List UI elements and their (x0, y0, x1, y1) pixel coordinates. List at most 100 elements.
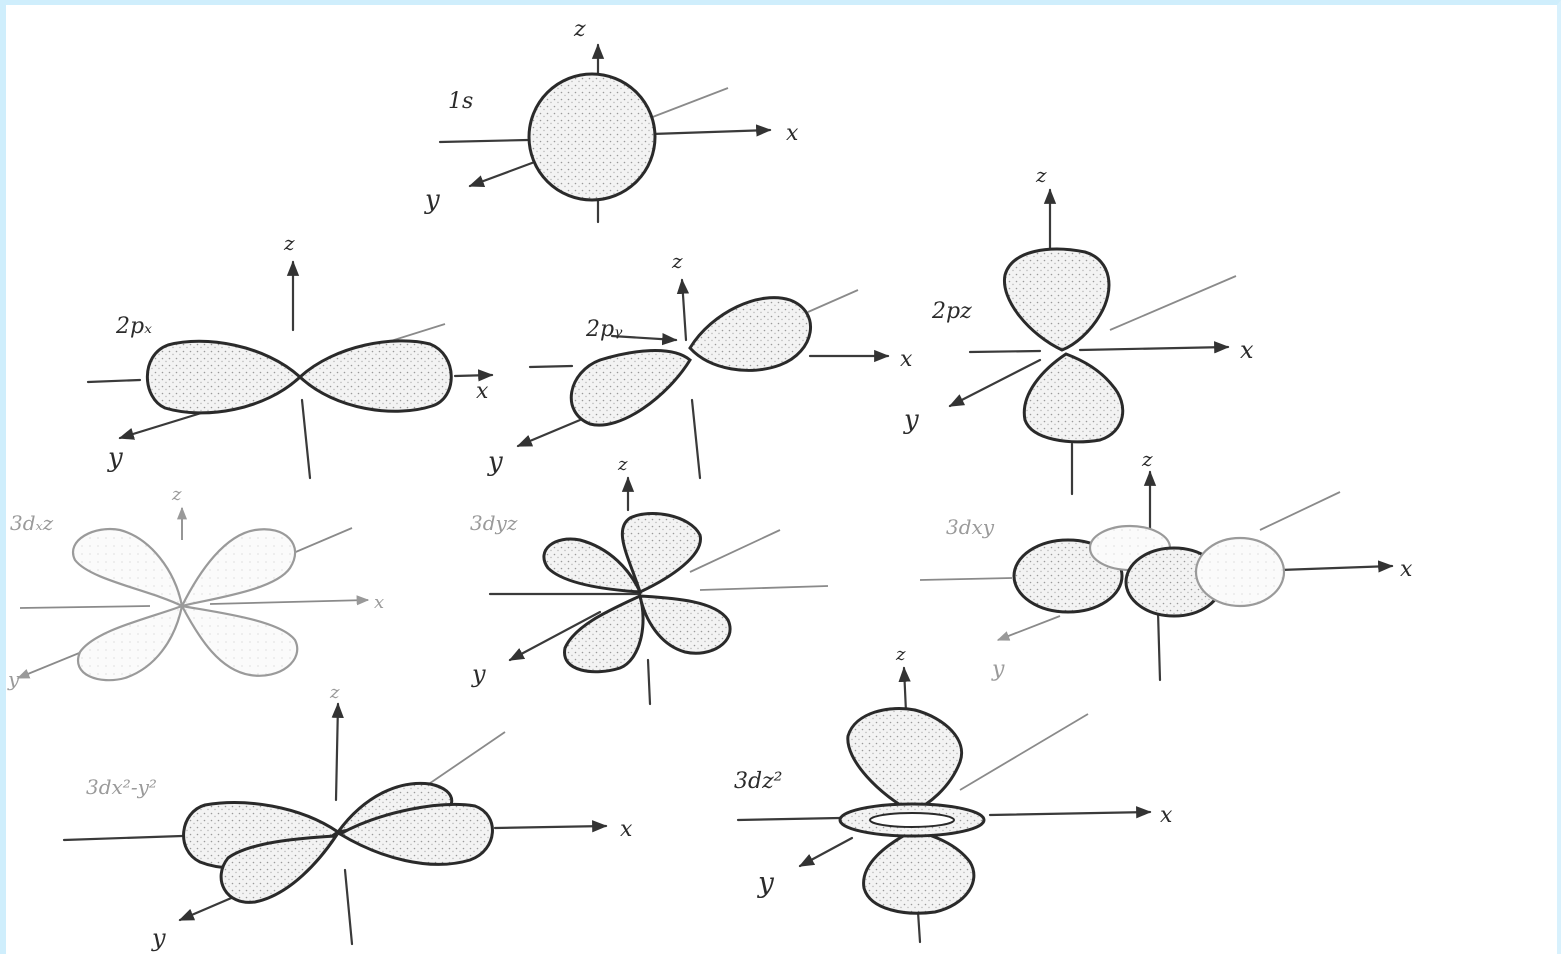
x-axis-back (736, 816, 842, 822)
orbital-2px: 2pₓ z x y (86, 231, 494, 480)
x-axis-label: x (1400, 557, 1413, 582)
orbital-2py: 2pᵧ z x y (487, 249, 913, 480)
y-axis-back (689, 529, 781, 573)
x-axis-label: x (476, 379, 489, 404)
x-axis (988, 806, 1152, 819)
x-axis-label: x (1240, 336, 1254, 364)
z-axis (898, 666, 911, 714)
lobe-2 (620, 511, 702, 595)
x-axis-back (438, 138, 530, 144)
orbital-label: 3dxy (946, 515, 995, 539)
x-axis (699, 585, 829, 591)
lobe-4 (179, 604, 299, 677)
lobe-upper (846, 706, 963, 814)
orbital-3dz2: 3dz² z x y (734, 644, 1173, 944)
z-axis-label: z (617, 454, 628, 475)
x-axis-back (919, 577, 1013, 581)
z-axis-lower (646, 658, 652, 706)
label-pointer (610, 332, 678, 346)
z-axis-label: z (171, 484, 182, 505)
x-axis-label: x (786, 121, 799, 146)
y-axis-back (1109, 275, 1237, 331)
orbital-label: 3dₓz (10, 511, 54, 535)
y-axis (468, 158, 542, 188)
lobe-lower (1022, 352, 1125, 444)
x-axis-back (528, 364, 574, 369)
lobe-2 (179, 528, 297, 608)
z-axis-label: z (895, 644, 906, 665)
y-axis-label: y (471, 660, 486, 688)
y-axis-back (959, 713, 1089, 791)
y-axis-label: y (7, 667, 20, 691)
z-axis-lower (690, 398, 702, 480)
z-axis (331, 702, 344, 802)
orbital-3dxy: 3dxy z x y (919, 447, 1413, 682)
torus-hole (869, 812, 955, 828)
lobe-3 (336, 802, 494, 866)
orbital-1s: 1s z x y (424, 17, 799, 224)
x-axis-label: x (900, 347, 913, 372)
z-axis-label: z (573, 17, 586, 42)
lobe-positive (297, 339, 453, 413)
z-axis-lower (300, 398, 312, 480)
y-axis-label: y (903, 405, 919, 435)
lobe-positive (688, 296, 812, 372)
orbital-label: 2pz (931, 299, 972, 324)
y-axis-back (419, 731, 506, 791)
lobe-4 (638, 594, 732, 655)
s-sphere (527, 72, 657, 202)
x-axis (1278, 560, 1394, 573)
lobe-1 (72, 527, 184, 608)
x-axis-back (62, 834, 184, 842)
orbital-label: 3dyz (470, 511, 518, 535)
x-axis-back (19, 605, 151, 609)
orbital-label: 2pᵧ (585, 317, 623, 342)
x-axis (209, 595, 370, 606)
x-axis-back (968, 349, 1042, 354)
y-axis-label: y (991, 657, 1005, 682)
x-axis (493, 820, 608, 833)
z-axis-label: z (671, 249, 683, 273)
lobe-4 (219, 834, 339, 904)
y-axis (516, 418, 582, 448)
y-axis-label: y (487, 447, 503, 477)
orbital-3dx2-y2: 3dx²-y² z x y (62, 682, 633, 952)
y-axis-label: y (424, 185, 440, 215)
x-axis-label: x (620, 817, 633, 842)
x-axis-label: x (374, 592, 384, 613)
lobe-3 (563, 593, 645, 674)
y-axis (996, 615, 1061, 641)
x-axis-label: x (1160, 803, 1173, 828)
y-axis-label: y (151, 924, 166, 952)
y-axis-back (807, 289, 859, 313)
orbital-label: 1s (448, 89, 473, 114)
x-axis (650, 124, 772, 137)
lobe-upper (1002, 247, 1111, 352)
z-axis-label: z (1141, 447, 1153, 471)
y-axis-back (649, 87, 729, 119)
orbital-2pz: 2pz z x y (903, 163, 1254, 496)
orbital-label: 3dz² (734, 769, 783, 794)
z-axis (676, 278, 690, 342)
z-axis-lower (916, 910, 922, 944)
z-axis-label: z (283, 231, 295, 255)
orbital-label: 3dx²-y² (86, 775, 157, 799)
lobe-negative (145, 339, 303, 415)
z-axis-label: z (1035, 163, 1047, 187)
lobe-1 (542, 537, 643, 594)
z-axis-lower (1156, 610, 1162, 682)
orbital-3dxz: 3dₓz z x y (7, 484, 384, 691)
orbital-3dyz: 3dyz z y (470, 454, 829, 706)
y-axis (948, 358, 1042, 408)
lobe-negative (569, 349, 692, 427)
x-axis-back (86, 378, 142, 384)
y-axis (798, 836, 854, 868)
y-axis-label: y (107, 443, 123, 473)
lobe-4 (1194, 536, 1286, 608)
z-axis-lower (343, 868, 354, 946)
x-axis (453, 369, 494, 382)
orbital-label: 2pₓ (115, 314, 152, 339)
lobe-lower (862, 828, 976, 915)
